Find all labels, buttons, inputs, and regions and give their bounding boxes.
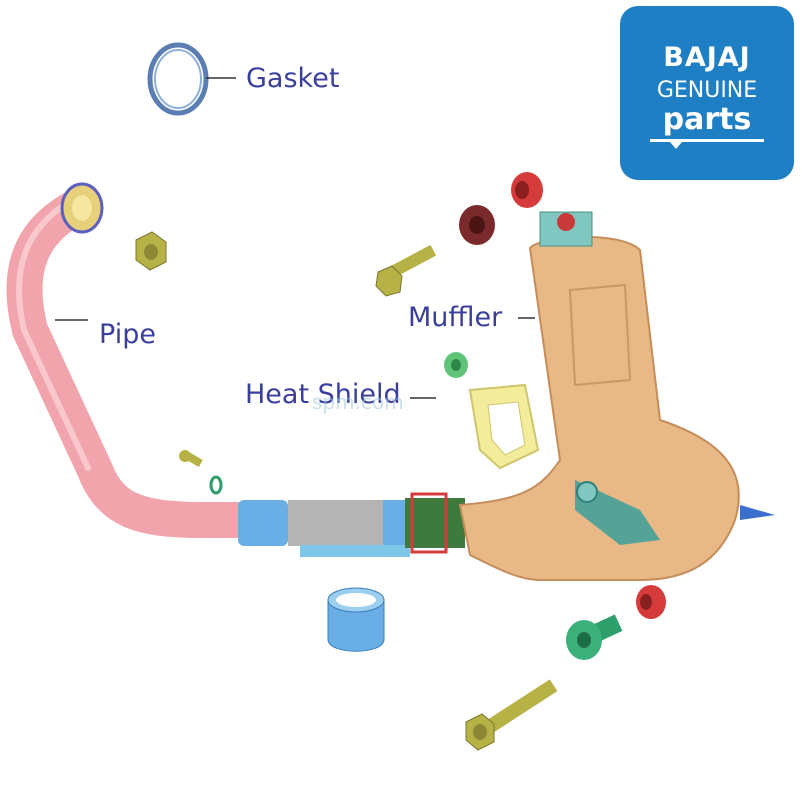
gasket-part: [147, 42, 209, 116]
flange-nut: [135, 231, 167, 271]
upper-bolt: [375, 244, 437, 297]
small-bolt: [179, 450, 203, 467]
pipe-part: [6, 182, 263, 538]
small-washer: [209, 475, 223, 495]
top-grommet-maroon: [459, 205, 495, 245]
muffler-part: [458, 211, 775, 581]
heat-shield-part: [468, 383, 540, 470]
logo-parts: parts: [662, 102, 752, 137]
pipe-label: Pipe: [99, 319, 156, 350]
top-grommet-red: [511, 172, 543, 208]
loose-sleeve: [327, 587, 385, 652]
heat-shield-label: Heat Shield: [245, 379, 401, 410]
logo-brand: BAJAJ: [663, 42, 751, 73]
logo-genuine: GENUINE: [656, 78, 758, 103]
pipe-sleeves: [238, 492, 465, 557]
watermark-text: spm.com: [312, 390, 404, 414]
bottom-long-bolt: [465, 679, 558, 751]
muffler-label: Muffler: [408, 302, 503, 333]
small-green-nut: [444, 352, 468, 378]
gasket-label: Gasket: [246, 63, 340, 94]
bajaj-genuine-parts-logo: BAJAJ GENUINE parts: [620, 6, 794, 180]
logo-arrow-icon: [670, 142, 682, 149]
bottom-bushing-green: [566, 614, 623, 660]
logo-underline: [650, 139, 764, 142]
bottom-grommet-red: [636, 585, 666, 619]
